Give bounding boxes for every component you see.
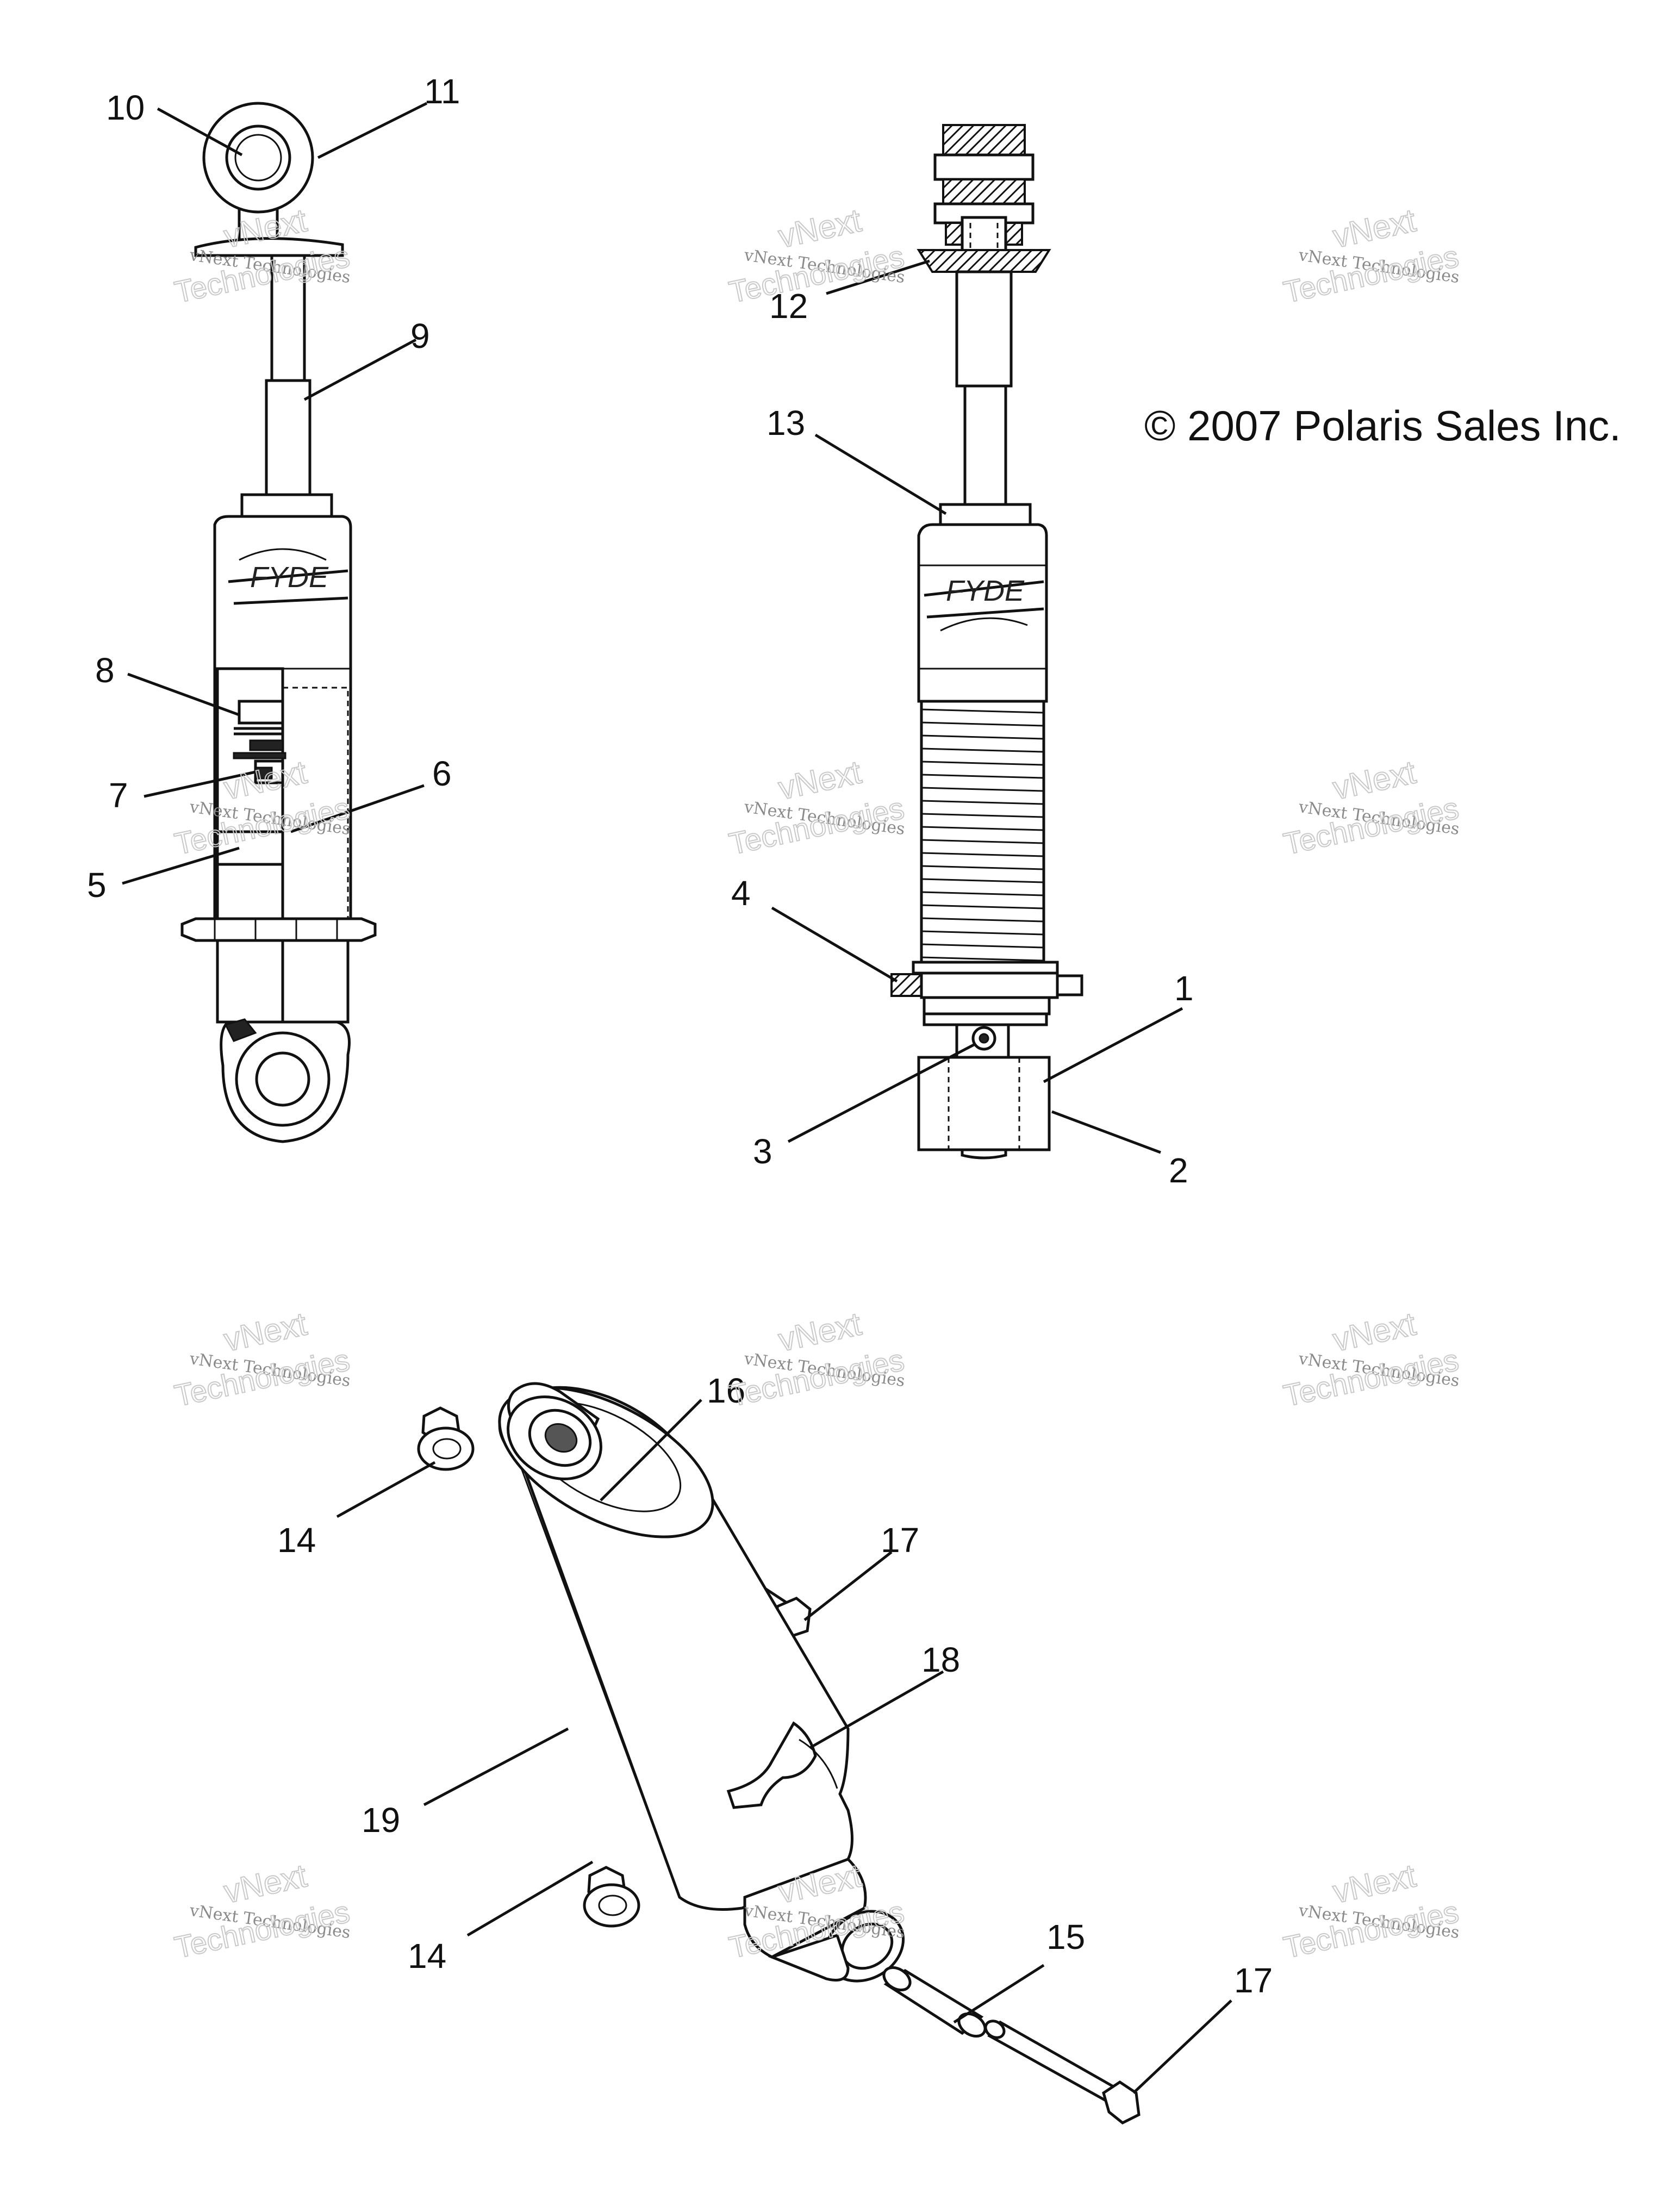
spring-rib [921,734,1044,740]
spring-rib [921,800,1044,805]
spring-rib [921,761,1044,766]
spring-rib [921,852,1044,857]
spring-rib [921,930,1044,936]
callout-2: 2 [1169,1151,1188,1190]
center-shock-external: FYDE [890,124,1083,1160]
copyright-notice: © 2007 Polaris Sales Inc. [1144,402,1621,450]
bushing-sleeve [882,1966,987,2038]
callout-10: 10 [106,88,145,127]
spring-rib [921,787,1044,792]
left-shock-top-eye [194,102,344,257]
left-shock-spring-collar [180,917,377,942]
center-shock-spring-ribs [921,708,1044,962]
watermark-outline-text: vNext [221,1857,310,1910]
callout-15: 15 [1046,1917,1085,1956]
watermark-outline-text: vNext [221,1305,310,1358]
spring-rib [921,708,1044,714]
center-shock-body: FYDE [917,523,1048,964]
shock-bottom-eye [743,1858,905,1983]
callout-19: 19 [362,1800,400,1840]
bottom-shock-assembly [417,1382,1141,2124]
spring-rib [921,943,1044,949]
watermark-outline-text: vNext [1330,1305,1419,1358]
spring-rib [921,747,1044,753]
center-shock-washer [917,249,1051,273]
shock-top-eye [507,1382,602,1480]
lower-bolt [984,2020,1141,2124]
spring-rib [921,865,1044,870]
callout-1: 1 [1174,969,1194,1008]
spring-rib [921,956,1044,962]
spring-rib [921,813,1044,818]
flange-nut-lower [583,1866,640,1928]
leader-lines [122,102,1232,2094]
flange-nut-upper [417,1406,475,1471]
watermark-outline-text: vNext [775,1305,864,1358]
spring-rib [921,891,1044,896]
spring-rib [921,917,1044,923]
callout-3: 3 [753,1132,772,1171]
spring-rib [921,878,1044,883]
svg-text:FYDE: FYDE [250,561,329,594]
spring-rib [921,904,1044,909]
watermark-outline-text: vNext [1330,753,1419,806]
watermark-outline-text: vNext [775,202,864,254]
left-shock-bottom-eye [220,1018,351,1143]
spring-rib [921,721,1044,727]
callout-14-lower: 14 [408,1936,446,1976]
callout-14-upper: 14 [277,1521,316,1560]
svg-text:FYDE: FYDE [946,575,1025,607]
callout-7: 7 [109,776,128,815]
spring-rib [921,826,1044,831]
callout-9: 9 [410,316,430,356]
center-shock-top-bushing [933,124,1035,260]
spring-rib [921,839,1044,844]
callout-13: 13 [767,403,805,443]
callout-6: 6 [432,754,452,793]
callout-12: 12 [769,286,808,326]
left-shock-cutaway: FYDE [180,102,377,1143]
left-shock-body: FYDE [213,515,352,920]
spring-rib [921,774,1044,779]
callout-16: 16 [707,1371,745,1410]
callout-11: 11 [424,72,460,111]
callout-8: 8 [95,651,115,690]
callout-17-lower: 17 [1234,1961,1273,2000]
callout-5: 5 [87,865,107,905]
watermark-outline-text: vNext [1330,202,1419,254]
callout-17-upper: 17 [881,1521,919,1560]
callout-labels: 10 11 9 8 7 6 5 12 13 4 1 2 3 16 17 18 1… [87,72,1273,2000]
watermark-outline-text: vNext [775,753,864,806]
callout-18: 18 [921,1640,960,1679]
center-shock-preload-collar [890,961,1083,1015]
callout-4: 4 [731,874,751,913]
left-shock-shaft [270,254,306,382]
center-shock-bottom-eye [917,1023,1051,1160]
watermark-outline-text: vNext [1330,1857,1419,1910]
